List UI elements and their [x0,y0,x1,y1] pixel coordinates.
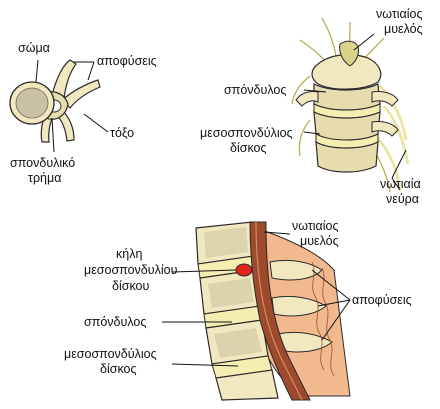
transverse-process-right [61,79,101,109]
label-arch: τόξο [110,126,134,140]
vertebral-body-inner [15,87,49,119]
label-processes-bottom: αποφύσεις [352,293,412,307]
transverse-process-left [51,59,77,99]
spinous-process [55,109,75,142]
label-body: σώμα [18,41,50,55]
spine-segment-view: νωτιαίος μυελός σπόνδυλος μεσοσπονδύλιος… [200,7,423,206]
vertebra-body-3 [315,140,379,173]
label-processes-top: αποφύσεις [97,54,157,68]
label-foramen-1: σπονδυλικό [10,156,75,170]
spinal-cord-top [339,40,359,67]
label-cord-bottom-1: νωτιαίος [292,219,339,233]
label-nerves-2: νεύρα [386,192,419,206]
label-nerves-1: νωτιαία [380,177,421,191]
sagittal-vertebra-4 [215,369,279,401]
label-hernia-3: δίσκου [112,279,149,293]
vertebra-top-view: σώμα αποφύσεις τόξο σπονδυλικό τρήμα [9,41,157,185]
spinal-cord-sagittal [249,221,311,401]
label-foramen-2: τρήμα [28,171,61,185]
label-vertebra-bottom: σπόνδυλος [84,315,146,329]
label-cord-top-2: μυελός [384,22,423,36]
disc-herniation [235,263,253,277]
label-disc-bottom-1: μεσοσπονδύλιος [64,347,157,361]
sagittal-section: νωτιαίος μυελός κήλη μεσοσπονδυλίου δίσκ… [64,219,412,401]
label-disc-top-1: μεσοσπονδύλιος [200,126,293,140]
label-vertebra-top: σπόνδυλος [224,83,286,97]
label-hernia-2: μεσοσπονδυλίου [84,263,178,277]
label-cord-top-1: νωτιαίος [376,7,423,21]
label-disc-bottom-2: δίσκος [100,362,137,376]
label-cord-bottom-2: μυελός [300,234,339,248]
label-disc-top-2: δίσκος [230,141,267,155]
label-hernia-1: κήλη [116,247,142,261]
